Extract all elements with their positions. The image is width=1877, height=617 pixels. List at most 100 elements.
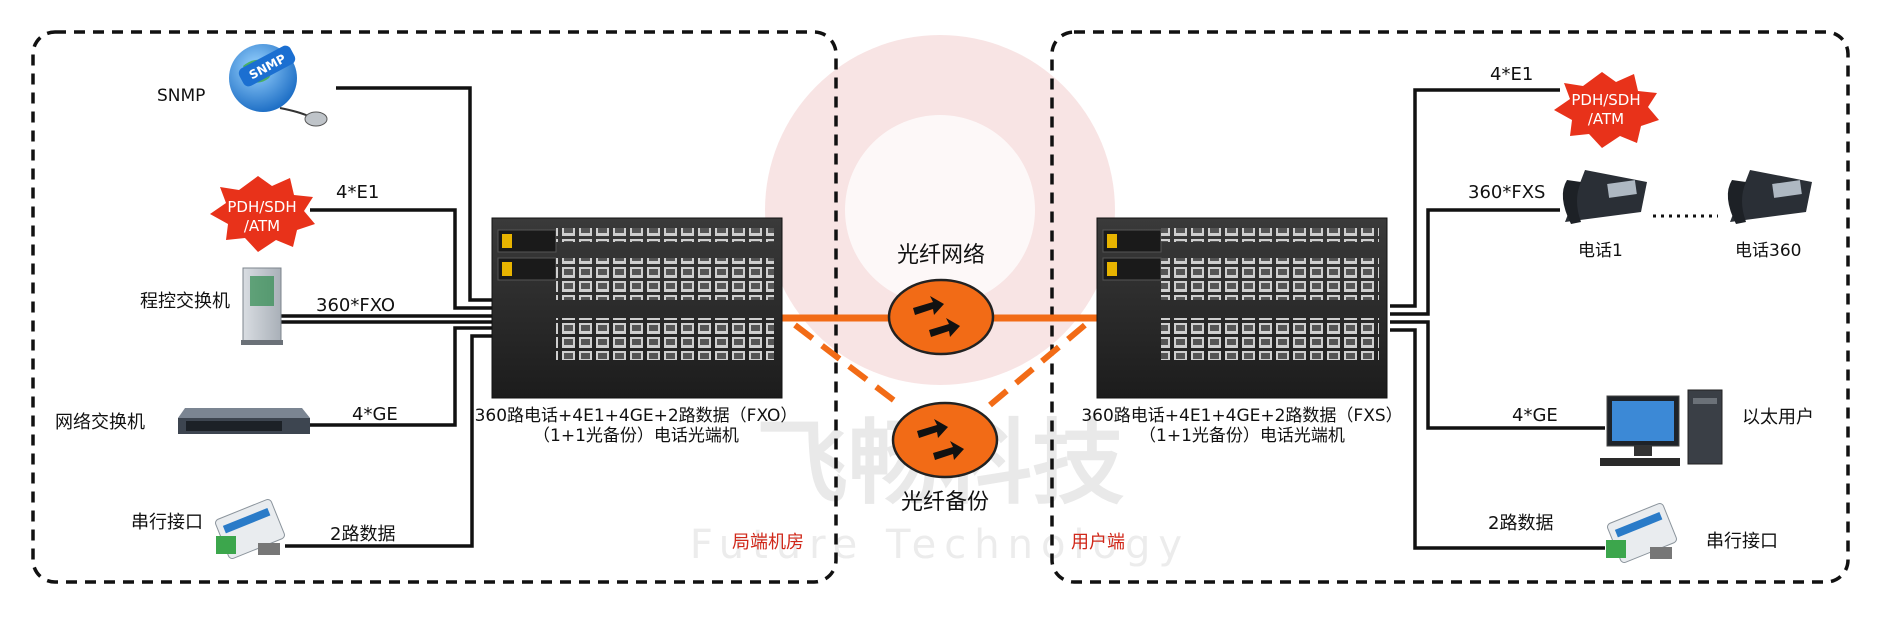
phone-1 — [1562, 170, 1647, 224]
pbx-cabinet — [241, 267, 283, 345]
network-switch — [178, 408, 310, 434]
switch-icon — [178, 408, 310, 418]
phone360-label: 电话360 — [1735, 241, 1801, 261]
pdh-badge-line1: PDH/SDH — [1571, 91, 1640, 109]
pbx-label: 程控交换机 — [140, 291, 230, 312]
watermark-brand-en: Future Technology — [690, 522, 1190, 568]
fiber-backup-right — [988, 322, 1087, 408]
zone-label-right: 用户端 — [1071, 532, 1125, 553]
serial-converter-left — [215, 498, 285, 560]
wire-e1-right — [1390, 88, 1560, 308]
fiber-backup-label: 光纤备份 — [901, 490, 989, 515]
link-label-ge-left: 4*GE — [352, 404, 398, 425]
ethernet-user-pc — [1600, 389, 1723, 466]
pdh-burst-right: PDH/SDH /ATM — [1554, 72, 1659, 148]
device-caption-left-line2: （1+1光备份）电话光端机 — [533, 426, 739, 446]
pdh-badge-line1: PDH/SDH — [227, 198, 296, 216]
mouse-icon — [304, 111, 328, 127]
serial-stripe — [1614, 511, 1663, 538]
burst-icon — [1554, 72, 1659, 148]
fiber-network-backup — [891, 401, 999, 479]
link-label-data-left: 2路数据 — [330, 524, 395, 545]
drive-bay — [1693, 398, 1717, 404]
keyboard — [1600, 458, 1680, 466]
monitor-stand — [1634, 446, 1652, 456]
left-wires — [265, 86, 492, 548]
serial-label-right: 串行接口 — [1706, 531, 1778, 552]
ethernet-user-label: 以太用户 — [1742, 407, 1814, 428]
terminal-block — [1606, 540, 1626, 558]
serial-converter-right — [1606, 502, 1677, 564]
handset — [1562, 180, 1581, 224]
fiber-backup-left — [793, 322, 902, 408]
pdh-badge-line2: /ATM — [244, 217, 280, 235]
terminal-block — [216, 536, 236, 554]
cabinet-base — [241, 340, 283, 345]
phone-screen — [1607, 180, 1637, 198]
link-label-data-right: 2路数据 — [1488, 513, 1553, 534]
monitor-screen — [1612, 401, 1674, 441]
device-caption-left-line1: 360路电话+4E1+4GE+2路数据（FXO） — [475, 406, 798, 426]
link-label-fxo: 360*FXO — [316, 295, 395, 316]
fiber-primary-label: 光纤网络 — [897, 243, 985, 268]
serial-label-left: 串行接口 — [131, 512, 203, 533]
burst-icon — [210, 176, 315, 252]
arrow-icon — [917, 419, 948, 438]
phone1-label: 电话1 — [1578, 241, 1623, 261]
optical-terminal-right — [1096, 217, 1388, 399]
power-switch-1 — [502, 234, 512, 248]
cabinet-panel — [250, 276, 274, 306]
right-zone-border — [1050, 30, 1850, 584]
arrow-icon — [913, 296, 944, 315]
left-zone-border — [31, 30, 838, 584]
fiber-cloud-icon — [891, 401, 999, 479]
network-switch-label: 网络交换机 — [55, 412, 145, 433]
mouse-cable — [279, 107, 309, 117]
rj-port-bank-top — [1161, 258, 1379, 300]
optical-terminal-left — [491, 217, 783, 399]
link-label-e1-right: 4*E1 — [1490, 64, 1533, 85]
zone-label-left: 局端机房 — [732, 532, 804, 553]
snmp-badge — [238, 45, 296, 87]
rj-port-bank-bottom — [1161, 318, 1379, 360]
power-switch-2 — [1107, 262, 1117, 276]
arrow-icon — [929, 318, 960, 337]
sfp-port-row — [1161, 228, 1379, 242]
rj-port-bank-bottom — [556, 318, 774, 360]
wire-snmp — [336, 86, 492, 302]
watermark-logo-inner — [845, 115, 1035, 305]
right-wires — [1390, 88, 1605, 550]
wire-ge-right — [1390, 320, 1605, 430]
phone-360 — [1727, 170, 1812, 224]
wire-fxs — [1390, 208, 1560, 316]
link-label-e1-left: 4*E1 — [336, 182, 379, 203]
link-label-ge-right: 4*GE — [1512, 405, 1558, 426]
pdh-badge-line2: /ATM — [1588, 110, 1624, 128]
sfp-port-row — [556, 228, 774, 242]
handset — [1727, 180, 1746, 224]
serial-stripe — [222, 507, 271, 534]
fiber-cloud-icon — [887, 278, 995, 356]
arrow-icon — [933, 441, 964, 460]
wire-data-right — [1390, 328, 1605, 550]
wire-e1-left — [310, 208, 492, 310]
device-caption-right-line1: 360路电话+4E1+4GE+2路数据（FXS） — [1081, 406, 1402, 426]
power-switch-2 — [502, 262, 512, 276]
link-label-fxs: 360*FXS — [1468, 182, 1545, 203]
snmp-globe: SNMP — [229, 44, 328, 127]
wire-ge-left — [305, 326, 492, 427]
phone-screen — [1772, 180, 1802, 198]
db9-connector — [1650, 547, 1672, 559]
db9-connector — [258, 543, 280, 555]
pdh-burst-left: PDH/SDH /ATM — [210, 176, 315, 252]
wire-data-left — [285, 334, 492, 548]
snmp-label: SNMP — [157, 86, 205, 106]
power-switch-1 — [1107, 234, 1117, 248]
switch-ports — [186, 421, 282, 431]
device-caption-right-line2: （1+1光备份）电话光端机 — [1139, 426, 1345, 446]
fiber-network-primary — [887, 278, 995, 356]
fiber-links — [782, 314, 1097, 408]
rj-port-bank-top — [556, 258, 774, 300]
